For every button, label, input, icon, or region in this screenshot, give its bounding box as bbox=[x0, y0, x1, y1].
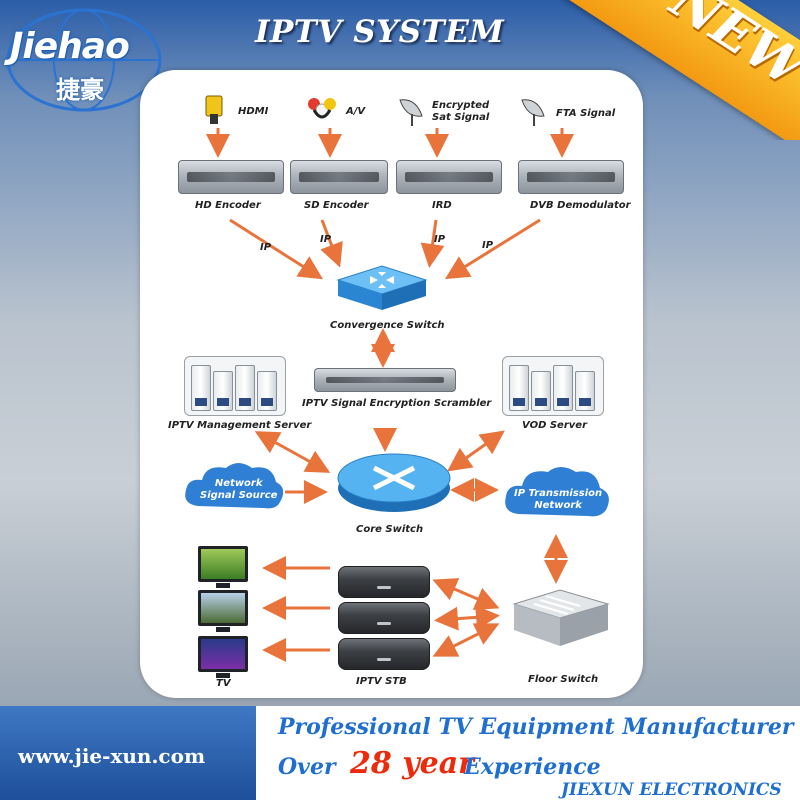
link-label-ip: IP bbox=[482, 240, 494, 251]
title-bar: IPTV SYSTEM bbox=[0, 0, 800, 70]
input-label-av: A/V bbox=[346, 106, 366, 117]
vod-server-rack bbox=[502, 356, 604, 416]
arrow-ird-to-conv bbox=[420, 219, 445, 268]
encoder-label-sd: SD Encoder bbox=[304, 200, 369, 211]
av-cable-icon bbox=[308, 98, 336, 119]
arrow-floor-stb1 bbox=[432, 578, 500, 610]
node-label-convergence: Convergence Switch bbox=[330, 320, 445, 331]
node-label-vod: VOD Server bbox=[522, 420, 587, 431]
tv-screen bbox=[198, 636, 248, 678]
input-label-encrypted: Encrypted Sat Signal bbox=[432, 100, 490, 123]
convergence-switch-icon bbox=[336, 265, 428, 310]
node-label-tv: TV bbox=[216, 678, 231, 689]
link-label-ip: IP bbox=[320, 234, 332, 245]
encoder-label-hd: HD Encoder bbox=[195, 200, 261, 211]
sd-encoder-device bbox=[290, 160, 388, 194]
link-label-ip: IP bbox=[260, 242, 272, 253]
input-label-fta: FTA Signal bbox=[556, 108, 616, 119]
hd-encoder-device bbox=[178, 160, 284, 194]
node-label-transmission: IP Transmission Network bbox=[514, 488, 603, 511]
encoder-label-dvb: DVB Demodulator bbox=[530, 200, 631, 211]
node-label-network-source: Network Signal Source bbox=[200, 478, 278, 501]
arrow-floor-stb3 bbox=[432, 623, 500, 657]
footer: www.jie-xun.com Professional TV Equipmen… bbox=[0, 706, 800, 800]
ird-device bbox=[396, 160, 502, 194]
link-label-ip: IP bbox=[434, 234, 446, 245]
network-source-cloud-icon bbox=[185, 463, 284, 509]
arrow-mgmt-core bbox=[254, 431, 331, 473]
page-title: IPTV SYSTEM bbox=[255, 14, 505, 50]
company-name: JIEXUN ELECTRONICS bbox=[561, 780, 782, 800]
tagline-experience: Experience bbox=[464, 754, 601, 780]
server-tower bbox=[509, 365, 529, 411]
node-label-scrambler: IPTV Signal Encryption Scrambler bbox=[302, 398, 492, 409]
footer-url-panel: www.jie-xun.com bbox=[0, 706, 256, 800]
hdmi-connector-icon bbox=[205, 95, 223, 124]
tv-screen bbox=[198, 546, 248, 588]
logo-chinese: 捷豪 bbox=[56, 76, 104, 104]
website-url: www.jie-xun.com bbox=[18, 744, 206, 768]
satellite-dish-icon bbox=[521, 99, 545, 126]
node-label-stb: IPTV STB bbox=[356, 676, 407, 687]
arrow-sd-to-conv bbox=[320, 219, 343, 268]
stb-device bbox=[338, 602, 430, 634]
input-label-hdmi: HDMI bbox=[238, 106, 269, 117]
stb-device bbox=[338, 566, 430, 598]
satellite-dish-icon bbox=[399, 99, 423, 126]
scrambler-device bbox=[314, 368, 456, 392]
transmission-network-cloud-icon bbox=[505, 467, 609, 517]
arrow-floor-stb2 bbox=[434, 605, 500, 631]
node-label-core: Core Switch bbox=[356, 524, 424, 535]
node-label-floor: Floor Switch bbox=[528, 674, 599, 685]
server-tower bbox=[213, 371, 233, 411]
jiehao-logo: Jiehao 捷豪 bbox=[4, 8, 164, 118]
stb-device bbox=[338, 638, 430, 670]
tagline-years: 28 year bbox=[350, 746, 474, 781]
arrow-vod-core bbox=[447, 430, 505, 472]
tv-screen bbox=[198, 590, 248, 632]
dvb-demodulator-device bbox=[518, 160, 624, 194]
core-switch-icon bbox=[337, 453, 451, 512]
logo-wordmark: Jiehao bbox=[10, 26, 130, 67]
logo-globe-icon bbox=[6, 8, 162, 112]
footer-tagline-panel: Professional TV Equipment Manufacturer O… bbox=[256, 706, 800, 800]
arrow-dvb-to-conv bbox=[444, 218, 541, 280]
server-tower bbox=[553, 365, 573, 411]
management-server-rack bbox=[184, 356, 286, 416]
floor-switch-icon bbox=[512, 589, 610, 646]
tagline-over: Over bbox=[278, 754, 336, 780]
server-tower bbox=[235, 365, 255, 411]
server-tower bbox=[191, 365, 211, 411]
arrow-hd-to-conv bbox=[229, 218, 324, 280]
server-tower bbox=[575, 371, 595, 411]
server-tower bbox=[531, 371, 551, 411]
server-tower bbox=[257, 371, 277, 411]
encoder-label-ird: IRD bbox=[432, 200, 452, 211]
node-label-management: IPTV Management Server bbox=[168, 420, 312, 431]
tagline-line1: Professional TV Equipment Manufacturer bbox=[278, 714, 794, 740]
